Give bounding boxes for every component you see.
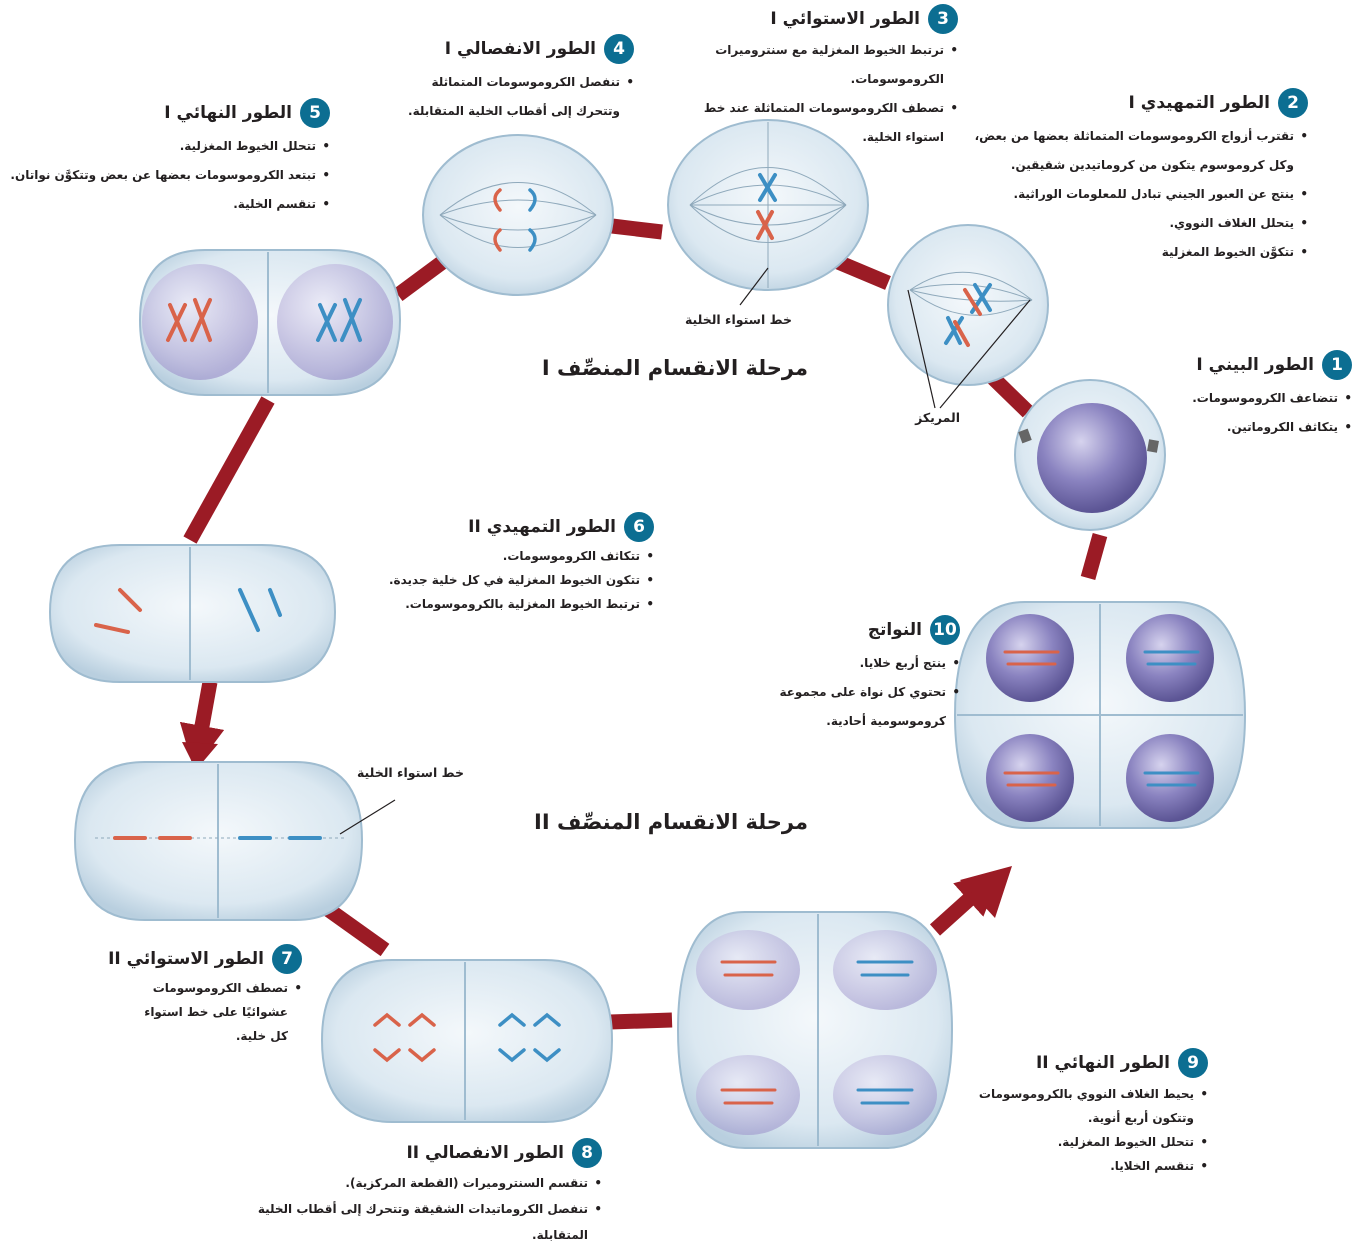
phase-5-bullet: تبتعد الكروموسومات بعضها عن بعض وتتكوَّن… bbox=[5, 161, 330, 190]
phase-6-bullet: ترتبط الخيوط المغزلية بالكروموسومات. bbox=[354, 592, 654, 616]
phase-8: 8 الطور الانفصالي II تنقسم السنتروميرات (… bbox=[252, 1138, 602, 1248]
cell-prophase-2 bbox=[50, 545, 335, 682]
phase-10-bullet: ينتج أربع خلايا. bbox=[740, 649, 960, 678]
phase-5-bullet: تنقسم الخلية. bbox=[5, 190, 330, 219]
phase-10-bullet: تحتوي كل نواة على مجموعة كروموسومية أحاد… bbox=[740, 678, 960, 736]
phase-2: 2 الطور التمهيدي I تقترب أزواج الكروموسوم… bbox=[963, 88, 1308, 267]
phase-1-title: الطور البيني I bbox=[1196, 353, 1314, 377]
phase-4-title: الطور الانفصالي I bbox=[445, 37, 596, 61]
phase-9-title: الطور النهائي II bbox=[1036, 1051, 1170, 1075]
phase-3-number: 3 bbox=[928, 4, 958, 34]
phase-1-bullet: يتكاثف الكروماتين. bbox=[1112, 413, 1352, 442]
cell-anaphase-2 bbox=[322, 960, 612, 1122]
phase-1-number: 1 bbox=[1322, 350, 1352, 380]
cell-products bbox=[955, 602, 1245, 828]
equator-label-2: خط استواء الخلية bbox=[357, 765, 464, 780]
phase-10-title: النواتج bbox=[868, 618, 922, 642]
phase-3: 3 الطور الاستوائي I ترتبط الخيوط المغزلية… bbox=[678, 4, 958, 152]
phase-2-number: 2 bbox=[1278, 88, 1308, 118]
phase-3-bullet: تصطف الكروموسومات المتماثلة عند خط استوا… bbox=[678, 94, 958, 152]
phase-8-bullet: تنفصل الكروماتيدات الشقيقة وتتحرك إلى أق… bbox=[252, 1196, 602, 1248]
stage-title-meiosis-2: مرحلة الانقسام المنصِّف II bbox=[534, 810, 808, 834]
phase-9-bullet: يحيط الغلاف النووي بالكروموسومات وتتكون … bbox=[948, 1082, 1208, 1130]
cell-telophase-1 bbox=[140, 250, 400, 395]
phase-3-bullet: ترتبط الخيوط المغزلية مع سنتروميرات الكر… bbox=[678, 36, 958, 94]
cell-anaphase-1 bbox=[423, 135, 613, 295]
phase-1: 1 الطور البيني I تتضاعف الكروموسومات.يتكا… bbox=[1112, 350, 1352, 442]
phase-6-bullet: تتكاثف الكروموسومات. bbox=[354, 544, 654, 568]
phase-6-bullet: تتكون الخيوط المغزلية في كل خلية جديدة. bbox=[354, 568, 654, 592]
cell-metaphase-2 bbox=[75, 762, 395, 920]
phase-2-bullet: تتكوَّن الخيوط المغزلية bbox=[963, 238, 1308, 267]
phase-2-bullet: يتحلل الغلاف النووي. bbox=[963, 209, 1308, 238]
phase-9-number: 9 bbox=[1178, 1048, 1208, 1078]
phase-2-title: الطور التمهيدي I bbox=[1129, 91, 1271, 115]
phase-9: 9 الطور النهائي II يحيط الغلاف النووي بال… bbox=[948, 1048, 1208, 1178]
phase-5-title: الطور النهائي I bbox=[164, 101, 292, 125]
phase-7-number: 7 bbox=[272, 944, 302, 974]
cell-telophase-2 bbox=[678, 912, 952, 1148]
phase-5-bullet: تتحلل الخيوط المغزلية. bbox=[5, 132, 330, 161]
phase-8-number: 8 bbox=[572, 1138, 602, 1168]
phase-4: 4 الطور الانفصالي I تنفصل الكروموسومات ال… bbox=[394, 34, 634, 126]
phase-9-bullet: تتحلل الخيوط المغزلية. bbox=[948, 1130, 1208, 1154]
phase-2-bullet: ينتج عن العبور الجيني تبادل للمعلومات ال… bbox=[963, 180, 1308, 209]
phase-10: 10 النواتج ينتج أربع خلايا. تحتوي كل نواة… bbox=[740, 615, 960, 736]
phase-4-bullet: تنفصل الكروموسومات المتماثلة وتتحرك إلى … bbox=[394, 68, 634, 126]
phase-2-bullet: تقترب أزواج الكروموسومات المتماثلة بعضها… bbox=[963, 122, 1308, 180]
phase-7-title: الطور الاستوائي II bbox=[108, 947, 264, 971]
centriole-label: المريكز bbox=[915, 410, 960, 425]
phase-7-bullet: تصطف الكروموسومات عشوائيًا على خط استواء… bbox=[138, 976, 302, 1048]
phase-3-title: الطور الاستوائي I bbox=[770, 7, 920, 31]
phase-8-title: الطور الانفصالي II bbox=[406, 1141, 564, 1165]
stage-title-meiosis-1: مرحلة الانقسام المنصِّف I bbox=[542, 356, 808, 380]
phase-4-number: 4 bbox=[604, 34, 634, 64]
phase-6-number: 6 bbox=[624, 512, 654, 542]
phase-9-bullet: تنقسم الخلايا. bbox=[948, 1154, 1208, 1178]
phase-10-number: 10 bbox=[930, 615, 960, 645]
phase-6-title: الطور التمهيدي II bbox=[468, 515, 616, 539]
phase-8-bullet: تنقسم السنتروميرات (القطعة المركزية). bbox=[252, 1170, 602, 1196]
phase-1-bullet: تتضاعف الكروموسومات. bbox=[1112, 384, 1352, 413]
equator-label-1: خط استواء الخلية bbox=[685, 312, 792, 327]
phase-7: 7 الطور الاستوائي II تصطف الكروموسومات عش… bbox=[102, 944, 302, 1048]
phase-5-number: 5 bbox=[300, 98, 330, 128]
